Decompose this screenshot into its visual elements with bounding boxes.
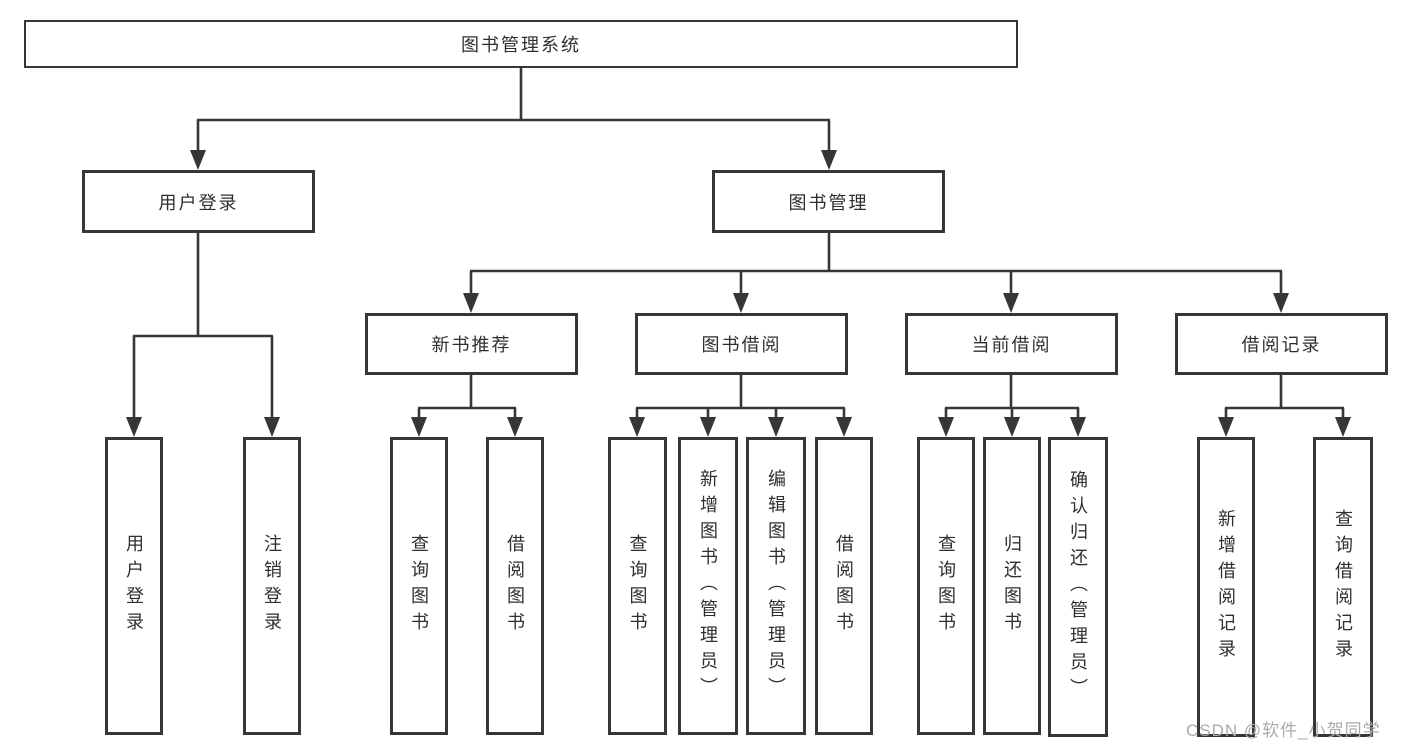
leaf-return-books: 归还图书 — [983, 437, 1041, 735]
node-label: 归还图书 — [1002, 534, 1022, 638]
node-label: 图书借阅 — [701, 335, 782, 355]
leaf-logout: 注销登录 — [243, 437, 301, 735]
node-book-management: 图书管理 — [712, 170, 945, 233]
node-label: 当前借阅 — [971, 335, 1052, 355]
node-label: 确认归还（管理员） — [1068, 470, 1088, 704]
node-label: 新书推荐 — [431, 335, 512, 355]
node-library-management-system: 图书管理系统 — [24, 20, 1018, 68]
node-label: 借阅图书 — [834, 534, 854, 638]
node-label: 用户登录 — [124, 534, 144, 638]
node-user-login: 用户登录 — [82, 170, 315, 233]
leaf-borrow-books-2: 借阅图书 — [815, 437, 873, 735]
node-current-borrow: 当前借阅 — [905, 313, 1118, 375]
leaf-query-borrow-record: 查询借阅记录 — [1313, 437, 1373, 737]
node-label: 图书管理 — [788, 192, 869, 213]
leaf-query-books-2: 查询图书 — [608, 437, 667, 735]
node-new-book-recommend: 新书推荐 — [365, 313, 578, 375]
leaf-add-borrow-record: 新增借阅记录 — [1197, 437, 1255, 737]
leaf-user-login: 用户登录 — [105, 437, 163, 735]
leaf-query-books-3: 查询图书 — [917, 437, 975, 735]
leaf-query-books-1: 查询图书 — [390, 437, 448, 735]
node-book-borrow: 图书借阅 — [635, 313, 848, 375]
leaf-borrow-books-1: 借阅图书 — [486, 437, 544, 735]
watermark-text: CSDN @软件_小贺同学 — [1186, 721, 1381, 740]
leaf-edit-books-admin: 编辑图书（管理员） — [746, 437, 806, 735]
arrowhead-group — [126, 150, 1351, 437]
node-label: 编辑图书（管理员） — [766, 469, 786, 703]
node-borrow-record: 借阅记录 — [1175, 313, 1388, 375]
node-label: 查询图书 — [936, 534, 956, 638]
node-label: 查询借阅记录 — [1333, 509, 1353, 665]
node-label: 新增图书（管理员） — [698, 469, 718, 703]
node-label: 查询图书 — [627, 534, 648, 638]
node-label: 新增借阅记录 — [1216, 509, 1236, 665]
node-label: 用户登录 — [158, 192, 239, 213]
node-label: 借阅记录 — [1241, 335, 1322, 355]
leaf-add-books-admin: 新增图书（管理员） — [678, 437, 738, 735]
leaf-confirm-return-admin: 确认归还（管理员） — [1048, 437, 1108, 737]
node-label: 查询图书 — [409, 534, 429, 638]
node-label: 借阅图书 — [505, 534, 525, 638]
node-label: 图书管理系统 — [461, 35, 581, 55]
node-label: 注销登录 — [262, 534, 282, 638]
